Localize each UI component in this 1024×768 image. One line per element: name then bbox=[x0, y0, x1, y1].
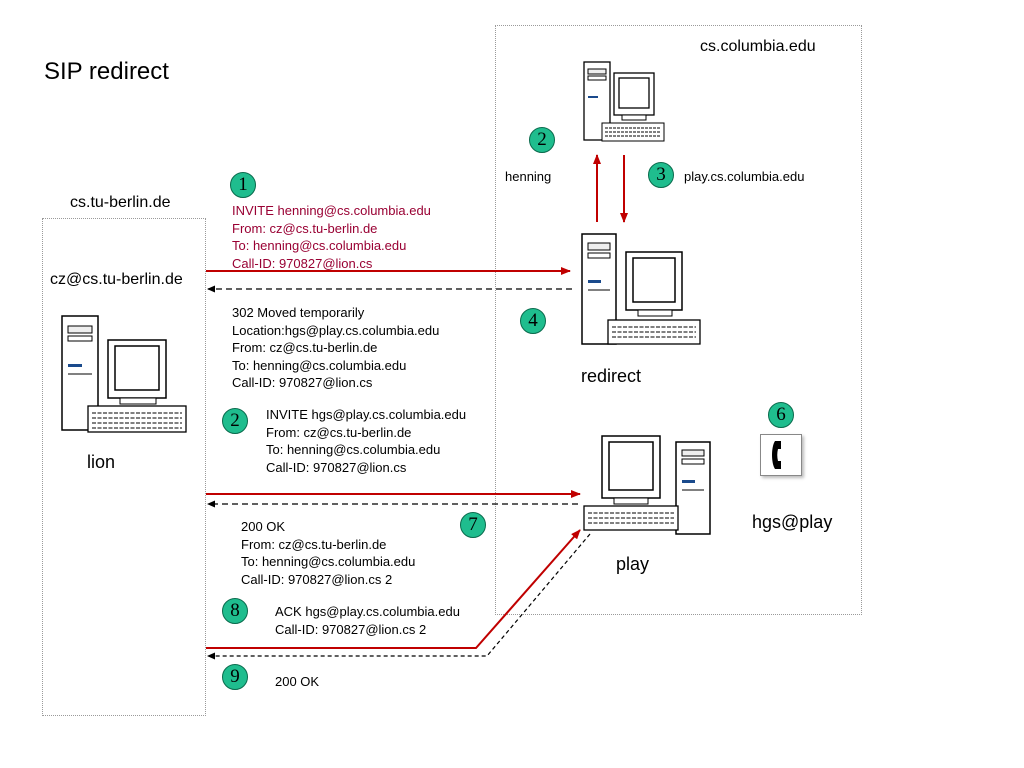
lion-host-label: lion bbox=[87, 452, 116, 472]
redirect-server-computer-icon bbox=[581, 233, 701, 345]
ok-message: 200 OK From: cz@cs.tu-berlin.de To: henn… bbox=[241, 518, 415, 588]
columbia-domain-box bbox=[495, 25, 862, 615]
step-badge-1: 1 bbox=[230, 172, 256, 198]
final-ok-message: 200 OK bbox=[275, 674, 320, 689]
step-badge-3: 3 bbox=[648, 162, 674, 188]
arrow-final-200-ok bbox=[207, 533, 591, 660]
step-badge-6: 6 bbox=[768, 402, 794, 428]
lookup-result-label: play.cs.columbia.edu bbox=[684, 169, 805, 184]
invite2-line-4: Call-ID: 970827@lion.cs bbox=[266, 459, 407, 475]
invite-message-2: INVITE hgs@play.cs.columbia.edu From: cz… bbox=[266, 406, 466, 476]
page-title: SIP redirect bbox=[44, 58, 169, 85]
ok-line-2: From: cz@cs.tu-berlin.de bbox=[241, 536, 387, 552]
moved-temporarily-message: 302 Moved temporarily Location:hgs@play.… bbox=[232, 304, 439, 392]
moved-line-5: Call-ID: 970827@lion.cs bbox=[232, 375, 373, 390]
berlin-domain-label: cs.tu-berlin.de bbox=[70, 194, 171, 211]
lookup-query-label: henning bbox=[505, 169, 552, 184]
moved-line-1: 302 Moved temporarily bbox=[232, 305, 365, 320]
ack-line-1: ACK hgs@play.cs.columbia.edu bbox=[275, 604, 460, 619]
ok-line-4: Call-ID: 970827@lion.cs 2 bbox=[241, 571, 393, 587]
step-badge-7: 7 bbox=[460, 512, 486, 538]
step-badge-4: 4 bbox=[520, 308, 546, 334]
invite1-line-3: To: henning@cs.columbia.edu bbox=[232, 238, 407, 253]
moved-line-4: To: henning@cs.columbia.edu bbox=[232, 357, 407, 373]
step-badge-2-lookup: 2 bbox=[529, 127, 555, 153]
invite-message-1: INVITE henning@cs.columbia.edu From: cz@… bbox=[232, 202, 431, 272]
ack-line-2: Call-ID: 970827@lion.cs 2 bbox=[275, 621, 427, 637]
invite2-line-2: From: cz@cs.tu-berlin.de bbox=[266, 424, 412, 440]
invite1-line-1: INVITE henning@cs.columbia.edu bbox=[232, 203, 431, 218]
step-badge-2-invite: 2 bbox=[222, 408, 248, 434]
play-computer-icon bbox=[583, 435, 711, 535]
step-badge-8: 8 bbox=[222, 598, 248, 624]
ack-message: ACK hgs@play.cs.columbia.edu Call-ID: 97… bbox=[275, 603, 460, 638]
redirect-server-label: redirect bbox=[581, 366, 642, 386]
moved-line-2: Location:hgs@play.cs.columbia.edu bbox=[232, 322, 440, 338]
location-server-computer-icon bbox=[583, 61, 665, 142]
columbia-domain-label: cs.columbia.edu bbox=[700, 38, 816, 55]
phone-icon bbox=[760, 434, 802, 476]
callee-address: hgs@play bbox=[752, 512, 833, 532]
invite1-line-4: Call-ID: 970827@lion.cs bbox=[232, 255, 373, 271]
berlin-domain-box bbox=[42, 218, 206, 716]
ok-line-3: To: henning@cs.columbia.edu bbox=[241, 554, 416, 569]
step-badge-9: 9 bbox=[222, 664, 248, 690]
caller-address: cz@cs.tu-berlin.de bbox=[50, 271, 183, 288]
invite2-line-1: INVITE hgs@play.cs.columbia.edu bbox=[266, 407, 467, 422]
play-host-label: play bbox=[616, 554, 650, 574]
lion-computer-icon bbox=[61, 315, 187, 433]
invite1-line-2: From: cz@cs.tu-berlin.de bbox=[232, 220, 378, 236]
moved-line-3: From: cz@cs.tu-berlin.de bbox=[232, 340, 378, 355]
arrow-ack bbox=[206, 529, 581, 649]
invite2-line-3: To: henning@cs.columbia.edu bbox=[266, 442, 441, 457]
ok-line-1: 200 OK bbox=[241, 519, 286, 534]
